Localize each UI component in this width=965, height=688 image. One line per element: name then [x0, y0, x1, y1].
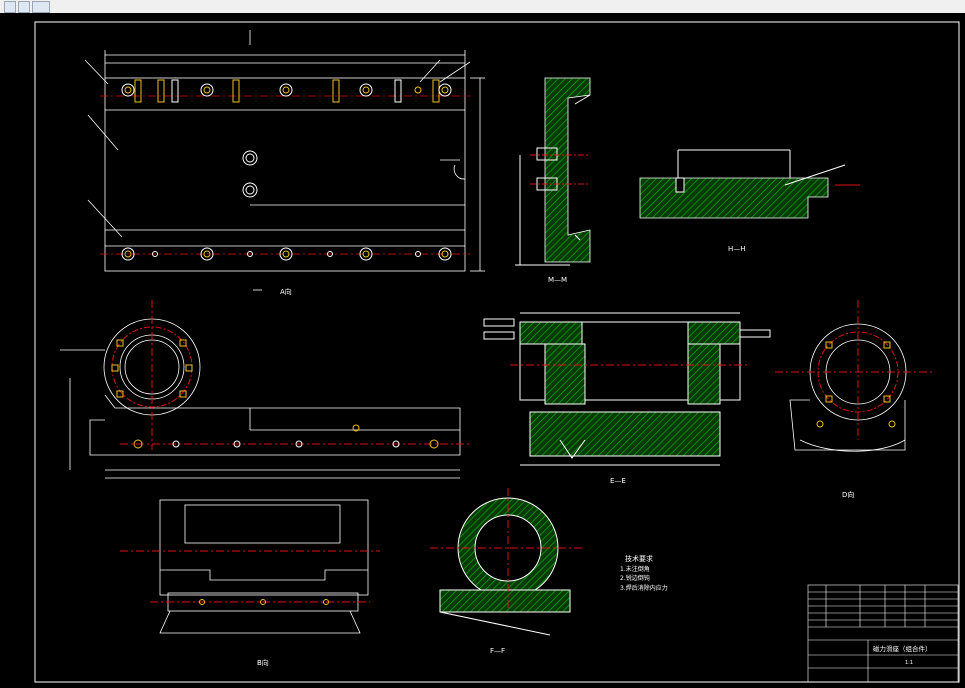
label-front-view: A向 — [280, 287, 292, 296]
label-view-b: B向 — [257, 658, 269, 667]
notes-heading: 技术要求 — [625, 554, 653, 563]
view-d — [789, 323, 907, 452]
bottom-hole-row — [121, 247, 452, 261]
section-mm — [515, 77, 591, 266]
title-block — [807, 584, 959, 683]
drawing-canvas[interactable]: A向 M—M H—H — [0, 13, 965, 688]
drawing-border — [34, 21, 960, 683]
label-section-mm: M—M — [548, 276, 567, 284]
notes-line-1: 1.未注倒角 — [620, 565, 650, 573]
top-hole-row — [121, 79, 452, 103]
section-hh — [639, 149, 860, 219]
title-scale: 1:1 — [905, 660, 913, 666]
front-view — [84, 30, 485, 272]
toolbar-button[interactable] — [32, 1, 50, 13]
label-section-ee: E—E — [610, 477, 626, 485]
section-ee — [483, 312, 771, 466]
cad-drawing: A向 M—M H—H — [34, 21, 960, 683]
d-bolt-holes — [816, 341, 896, 428]
notes-line-2: 2.锐边倒钝 — [620, 574, 650, 582]
section-ff — [430, 488, 585, 636]
label-section-hh: H—H — [728, 245, 746, 253]
toolbar — [0, 0, 965, 14]
notes-line-3: 3.焊后消除内应力 — [620, 584, 668, 592]
title-part-name: 磁力滑座（组合件） — [873, 644, 932, 653]
label-view-d: D向 — [842, 490, 854, 499]
view-b — [159, 499, 369, 634]
toolbar-button[interactable] — [4, 1, 16, 13]
technical-notes: 技术要求 1.未注倒角 2.锐边倒钝 3.焊后消除内应力 — [620, 554, 668, 592]
label-section-ff: F—F — [490, 647, 505, 655]
b-holes — [199, 599, 329, 605]
base-holes — [133, 424, 439, 449]
toolbar-button[interactable] — [18, 1, 30, 13]
left-side-view — [60, 318, 461, 479]
middle-holes — [242, 150, 258, 198]
flange-bolt-holes — [111, 339, 193, 398]
